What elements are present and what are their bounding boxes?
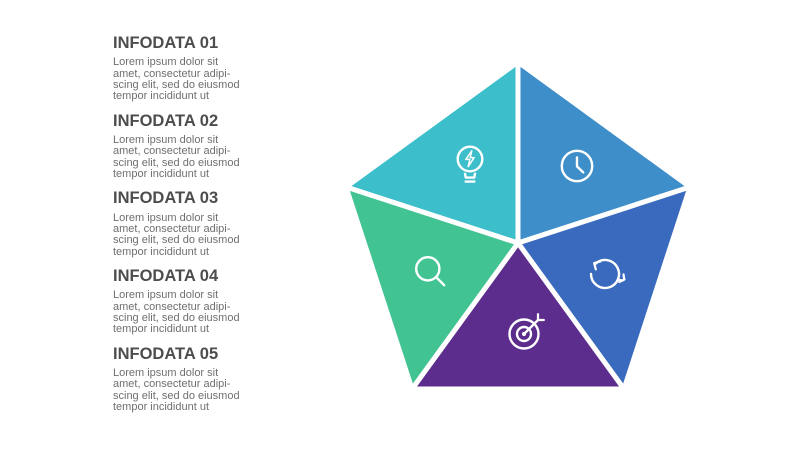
section-text-line: Lorem ipsum dolor sit [113, 56, 219, 69]
section-title: INFODATA 02 [113, 111, 219, 130]
section-text-line: amet, consectetur adipi- [113, 378, 231, 391]
info-section-01: INFODATA 01 Lorem ipsum dolor sit amet, … [113, 34, 273, 103]
section-title: INFODATA 01 [113, 34, 219, 52]
section-text-line: amet, consectetur adipi- [113, 67, 231, 80]
info-section-02: INFODATA 02 Lorem ipsum dolor sit amet, … [113, 112, 273, 181]
section-title: INFODATA 03 [113, 189, 219, 208]
refresh-icon [589, 258, 626, 290]
pentagon-segment-left[interactable] [343, 184, 521, 392]
section-title: INFODATA 04 [113, 266, 219, 285]
clock-icon [560, 149, 594, 183]
section-text-line: amet, consectetur adipi- [113, 223, 231, 236]
section-text-line: scing elit, sed do eiusmod [113, 234, 240, 247]
section-text-line: scing elit, sed do eiusmod [113, 312, 240, 325]
search-icon [414, 255, 446, 287]
section-text-line: tempor incididunt ut [113, 323, 209, 336]
lightbulb-bolt-icon [456, 145, 484, 183]
section-text-line: tempor incididunt ut [113, 245, 209, 258]
section-text-line: scing elit, sed do eiusmod [113, 389, 240, 402]
info-section-03: INFODATA 03 Lorem ipsum dolor sit amet, … [113, 189, 273, 258]
section-text-line: tempor incididunt ut [113, 400, 209, 413]
section-text-line: tempor incididunt ut [113, 168, 209, 181]
section-text-line: Lorem ipsum dolor sit [113, 367, 219, 380]
info-section-05: INFODATA 05 Lorem ipsum dolor sit amet, … [113, 345, 273, 414]
section-text-line: amet, consectetur adipi- [113, 145, 231, 158]
section-text-line: amet, consectetur adipi- [113, 300, 231, 313]
info-list: INFODATA 01 Lorem ipsum dolor sit amet, … [113, 34, 273, 422]
section-text-line: Lorem ipsum dolor sit [113, 211, 219, 224]
target-arrow-icon [508, 313, 545, 350]
section-text-line: Lorem ipsum dolor sit [113, 289, 219, 302]
section-text-line: tempor incididunt ut [113, 90, 209, 103]
section-text-line: scing elit, sed do eiusmod [113, 79, 240, 92]
section-text-line: scing elit, sed do eiusmod [113, 156, 240, 169]
info-section-04: INFODATA 04 Lorem ipsum dolor sit amet, … [113, 267, 273, 336]
section-text-line: Lorem ipsum dolor sit [113, 134, 219, 147]
section-title: INFODATA 05 [113, 344, 219, 363]
